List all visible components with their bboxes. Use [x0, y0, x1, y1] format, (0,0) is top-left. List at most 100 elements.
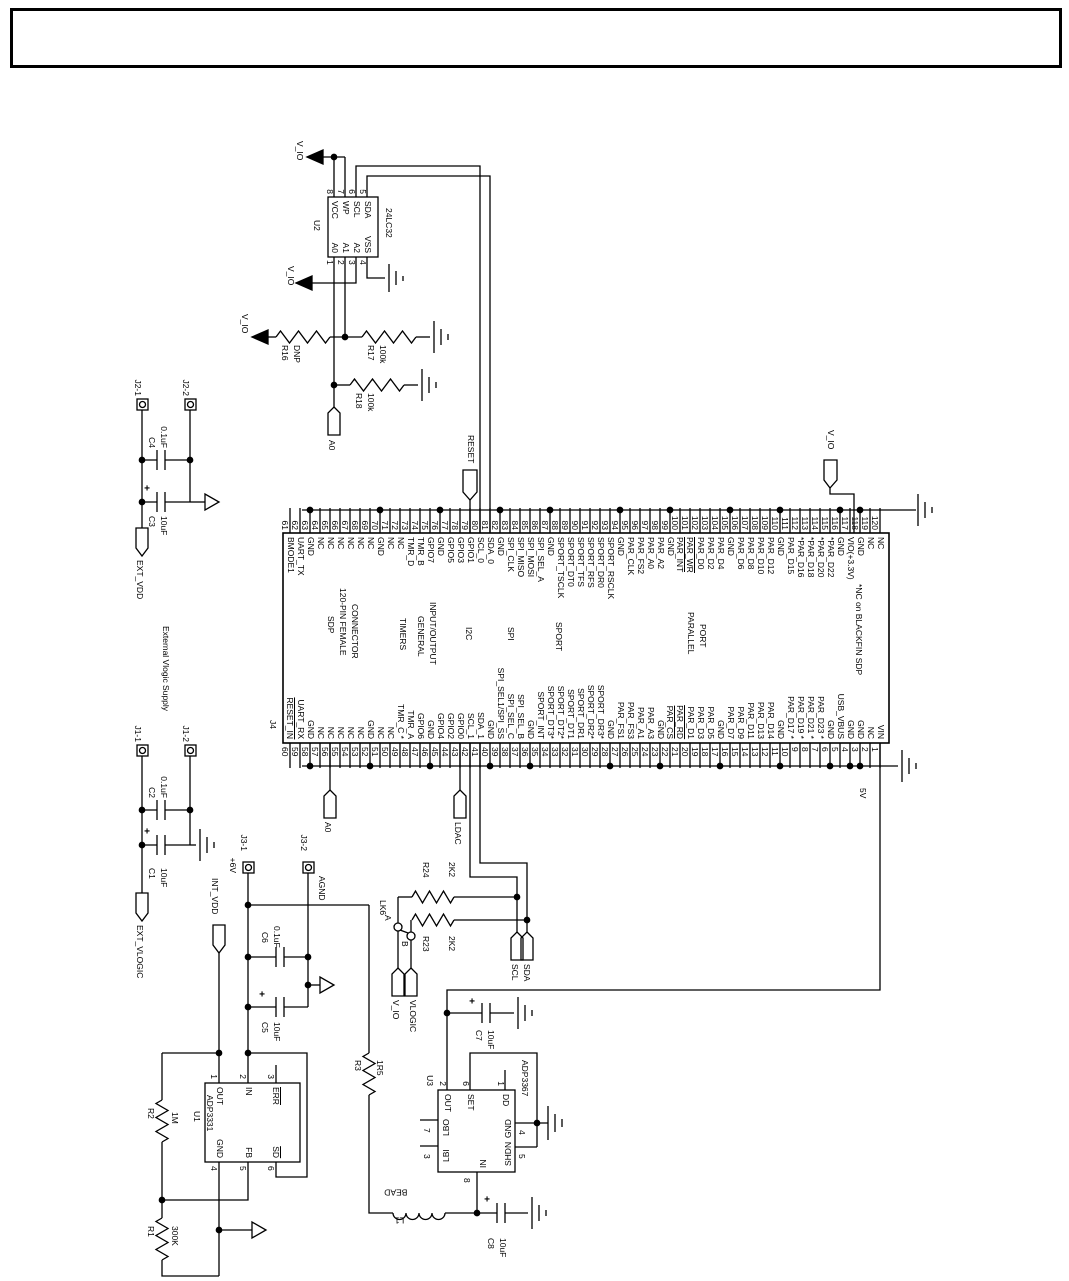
pin-number: 42 [460, 747, 470, 757]
net-label: 4 [516, 1130, 527, 1135]
pin-number: 23 [650, 747, 660, 757]
c7-refdes: C7 [473, 1030, 484, 1041]
r23-refdes: R23 [420, 936, 431, 952]
pin-label: GND [525, 720, 536, 739]
pin-label: PAR_A1 [635, 707, 646, 739]
ext_vdd-flag-icon [135, 527, 149, 558]
vlogic-flag-icon [404, 967, 418, 997]
junction-dot [306, 506, 314, 514]
pin-label: GPIO6 [415, 713, 426, 739]
pin-number: 117 [840, 516, 850, 530]
ground-bars-icon [547, 1106, 563, 1140]
net-label: 1 [208, 1074, 219, 1079]
pin-number: 115 [820, 516, 830, 530]
pin-number: 56 [320, 747, 330, 757]
net-label: 4 [208, 1166, 219, 1171]
pin-number: 120 [870, 515, 880, 530]
pin-number: 50 [380, 747, 390, 757]
r16-refdes: R16 [279, 345, 290, 361]
net-vlogic: VLOGIC [407, 1000, 418, 1033]
junction-dot [546, 506, 554, 514]
net-label: 5 [357, 189, 368, 194]
net-ldac: LDAC [452, 822, 463, 845]
pin-number: 40 [480, 747, 490, 757]
lk6-pad-b [406, 931, 416, 941]
junction-dot [856, 762, 864, 770]
pin-number: 11 [770, 747, 780, 756]
c2-refdes: C2 [146, 787, 157, 798]
pin-number: 77 [440, 520, 450, 530]
pin-number: 72 [390, 520, 400, 530]
pin-label: PAR_CS [664, 705, 675, 739]
r16-r17-r18-network [250, 153, 449, 436]
net-label: + [144, 826, 150, 838]
pin-label: PAR_D0 [695, 537, 706, 570]
pin-label: NC [395, 537, 406, 550]
u1-pin-in: IN [243, 1087, 254, 1096]
net-label: 6 [265, 1166, 276, 1171]
pin-label: *PAR_D20 [815, 537, 826, 578]
pin-number: 37 [510, 747, 520, 757]
u3-refdes: U3 [424, 1075, 435, 1086]
pin-label: PAR_INT [674, 537, 685, 573]
pin-label: PAR_D6 [735, 537, 746, 570]
pin-label: PAR_FS1 [615, 701, 626, 739]
pin-label: NC [385, 726, 396, 739]
junction-dot [856, 506, 864, 514]
pin-number: 98 [650, 520, 660, 530]
pin-label: UART_TX [295, 537, 306, 576]
v_io-arrow-icon [305, 149, 324, 165]
r2-refdes: R2 [145, 1108, 156, 1119]
u2-part: 24LC32 [383, 208, 394, 238]
pin-number: 107 [740, 515, 750, 530]
r1-value: 300K [169, 1226, 180, 1246]
r3-value: 1R5 [374, 1060, 385, 1076]
section-sport: SPORT [553, 622, 564, 652]
section-parallel: PARALLEL [685, 612, 696, 655]
pin-number: 70 [370, 520, 380, 530]
net-label: 4 [357, 260, 368, 265]
pin-number: 60 [280, 747, 290, 757]
pin-label: GND [835, 537, 846, 556]
pin-label: TMR_B [415, 537, 426, 566]
u1-pin-sd: SD [270, 1146, 281, 1158]
junction-dot [776, 506, 784, 514]
pin-label: PAR_D15 [785, 537, 796, 575]
u3-regulator [420, 1052, 563, 1213]
r23-value: 2K2 [446, 936, 457, 952]
net-plus6v: +6V [227, 857, 238, 873]
c3-capacitor-icon [142, 492, 190, 512]
pin-label: GND [305, 720, 316, 739]
pin-label: PAR_CLK [625, 537, 636, 576]
pin-label: PAR_D10 [755, 537, 766, 575]
pin-label: GND [845, 720, 856, 739]
pin-label: GND [655, 720, 666, 739]
net-v_io: V_IO [285, 266, 296, 286]
net-label: 3 [265, 1074, 276, 1079]
pin-number: 49 [390, 747, 400, 757]
pin-number: 14 [740, 747, 750, 757]
pin-number: 62 [290, 520, 300, 530]
pin-number: 78 [450, 520, 460, 530]
ground-triangle-icon [251, 1220, 268, 1240]
pin-label: GND [485, 720, 496, 739]
c4-value: 0.1uF [158, 426, 169, 448]
pin-label: UART_RX [295, 699, 306, 739]
pin-number: 18 [700, 747, 710, 757]
pin-label: SPORT_DT2* [555, 685, 566, 739]
pin-number: 10 [780, 747, 790, 757]
pin-number: 2 [860, 747, 870, 752]
pin-label: SDA_0 [485, 537, 496, 564]
pin-label: PAR_D17 * [785, 696, 796, 739]
pin-label: PAR_D9 [735, 706, 746, 739]
u2-pin-a2: A2 [351, 242, 362, 253]
ground-bars-icon [901, 750, 917, 782]
junction-dot [836, 506, 844, 514]
pin-number: 20 [680, 747, 690, 757]
junction-dot [366, 762, 374, 770]
pin-label: SPORT_TFS [575, 537, 586, 587]
u2-pin-sda: SDA [362, 201, 373, 219]
ground-triangle-icon [204, 492, 221, 512]
c5-refdes: C5 [259, 1022, 270, 1033]
pin-label: GPIO1 [465, 537, 476, 563]
